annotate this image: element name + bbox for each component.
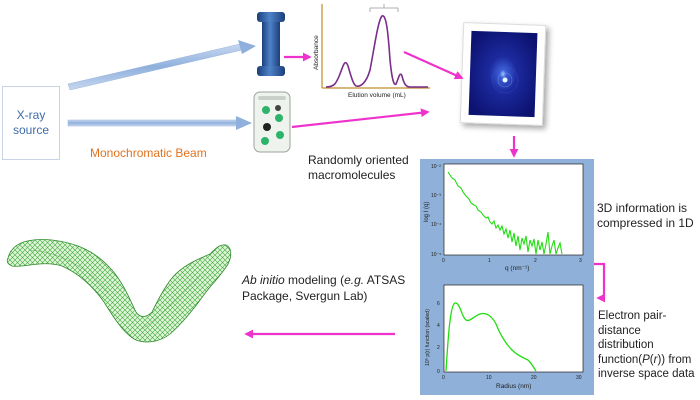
scattering-xtick: 3 [579, 258, 582, 264]
scattering-ylabel: log I (q) [424, 202, 430, 222]
scattering-xlabel: q (nm⁻¹) [505, 265, 529, 272]
pr-ytick: 0 [437, 369, 440, 375]
monochromatic-beam-label: Monochromatic Beam [90, 146, 207, 160]
modeling-text-2: ATSAS Package, Svergun Lab) [242, 273, 406, 303]
pair-distance-text-1: Electron pair-distance distribution func… [598, 310, 667, 366]
pr-ytick: 2 [437, 345, 440, 351]
ab-initio-model-image [6, 239, 232, 343]
chromatogram-xlabel: Elution volume (mL) [348, 92, 406, 99]
pair-distance-r: r [653, 353, 658, 366]
compressed-info-label: 3D information is compressed in 1D [597, 201, 694, 230]
chromatogram-plot: Absorbance Elution volume (mL) [313, 4, 430, 99]
pr-xtick: 10 [486, 375, 492, 381]
xray-source-box: X-ray source [2, 86, 60, 160]
pair-distribution-plot: 10⁶ p(r) function (scaled) Radius (nm) 6… [425, 284, 584, 390]
pr-xtick: 30 [576, 375, 582, 381]
scattering-plot: log I (q) q (nm⁻¹) 10⁻² 10⁻³ 10⁻⁴ 10⁻⁵ 0… [424, 163, 584, 272]
scattering-ytick: 10⁻³ [431, 193, 441, 199]
scattering-ytick: 10⁻² [431, 164, 441, 170]
modeling-italic-1: Ab initio [242, 273, 285, 287]
scattering-ytick: 10⁻⁵ [431, 252, 441, 258]
pr-ytick: 6 [437, 301, 440, 307]
pair-distance-text-2: )) from inverse space data [598, 353, 695, 381]
pr-ylabel: 10⁶ p(r) function (scaled) [425, 309, 431, 366]
pair-distance-label: Electron pair-distance distribution func… [598, 309, 698, 382]
pr-xtick: 0 [442, 375, 445, 381]
scattering-xtick: 0 [442, 258, 445, 264]
lower-beam-arrow [67, 116, 252, 130]
modeling-text-1: modeling ( [284, 273, 345, 287]
pr-ytick: 4 [437, 323, 440, 329]
vial-to-detector-arrow [291, 108, 430, 129]
pr-xlabel: Radius (nm) [496, 383, 531, 390]
process-arrows [244, 50, 606, 339]
detector-panel [459, 22, 547, 126]
upper-beam-arrow [67, 40, 256, 91]
modeling-label: Ab initio modeling (e.g. ATSAS Package, … [242, 273, 412, 304]
pair-distance-P: P [642, 353, 650, 366]
scattering-xtick: 2 [534, 258, 537, 264]
randomly-oriented-label: Randomly oriented macromolecules [308, 153, 409, 182]
chromatogram-ylabel: Absorbance [313, 35, 320, 70]
modeling-italic-2: e.g. [344, 273, 365, 287]
pr-xtick: 20 [531, 375, 537, 381]
chromatogram-to-detector-arrow [403, 50, 464, 80]
xray-source-label: X-ray source [12, 108, 50, 137]
sec-column-icon [257, 12, 285, 76]
scattering-xtick: 1 [488, 258, 491, 264]
sample-vial-icon [253, 91, 291, 153]
scattering-ytick: 10⁻⁴ [431, 222, 441, 228]
pair-distance-paren: ( [649, 353, 654, 366]
compress-bracket-arrow [590, 262, 606, 303]
